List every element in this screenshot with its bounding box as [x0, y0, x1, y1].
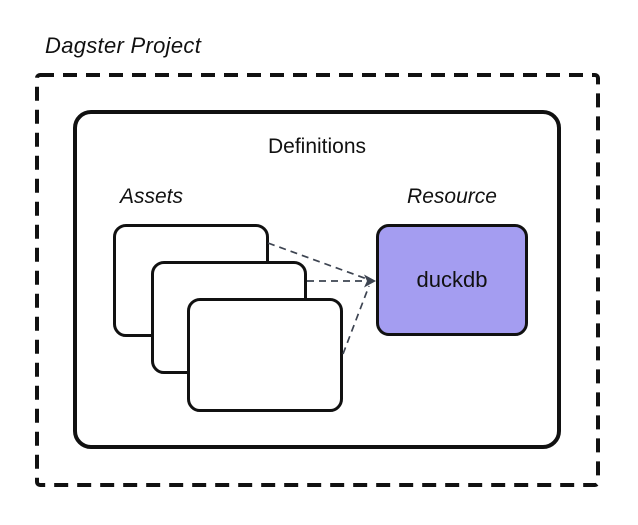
project-title: Dagster Project [45, 33, 202, 58]
asset-card-3 [187, 298, 343, 412]
assets-label: Assets [120, 185, 184, 208]
resource-node-duckdb: duckdb [376, 224, 528, 336]
definitions-label: Definitions [267, 135, 367, 158]
resource-label: Resource [407, 185, 497, 208]
definitions-box: Definitions Assets Resource duckdb [73, 110, 561, 449]
resource-node-label: duckdb [416, 267, 488, 292]
